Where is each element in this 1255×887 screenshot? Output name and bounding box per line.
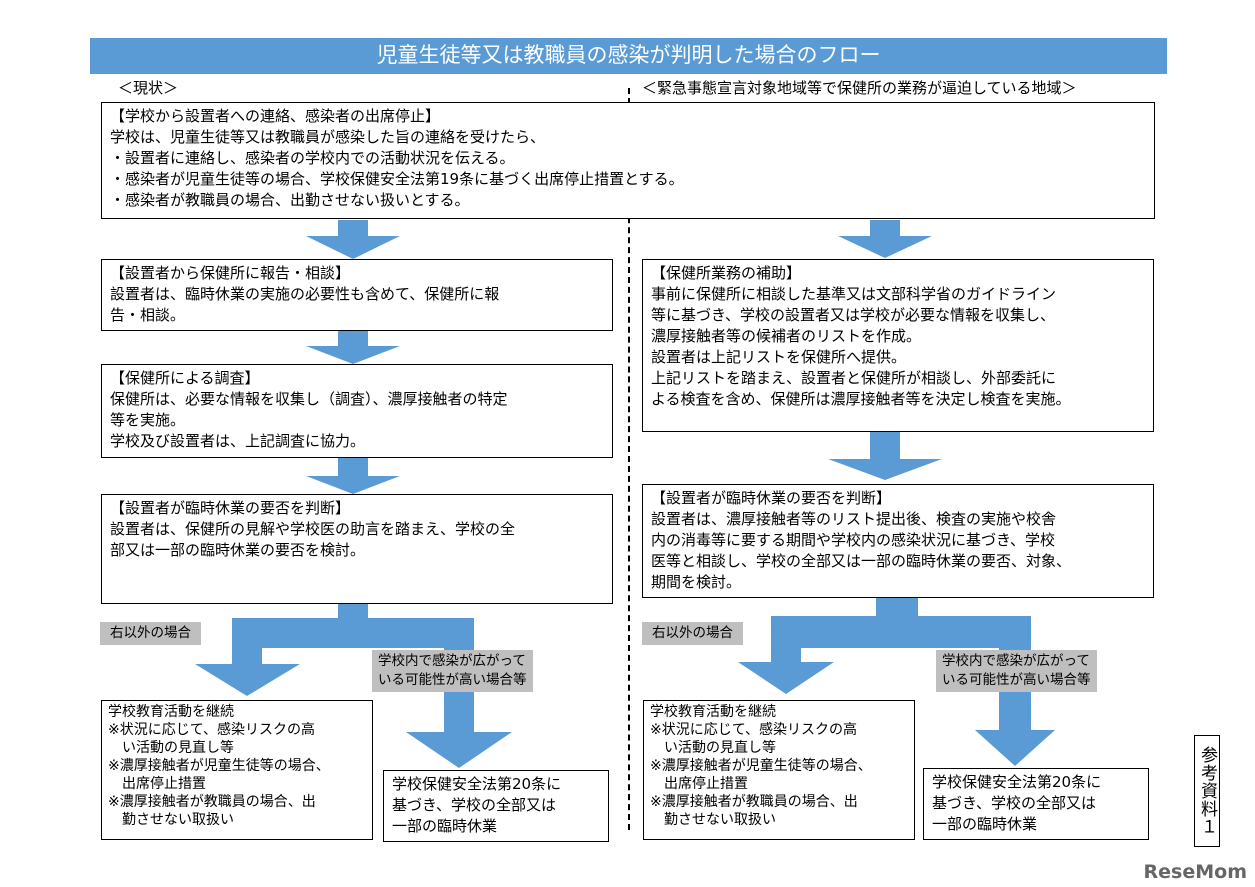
- box-heading: 【保健所業務の補助】: [651, 264, 802, 282]
- box-line: 設置者は、臨時休業の実施の必要性も含めて、保健所に報: [110, 285, 500, 303]
- column-divider: [628, 88, 630, 830]
- reference-material-label: 参考資料１: [1194, 735, 1220, 847]
- box-heading: 【設置者が臨時休業の要否を判断】: [651, 489, 892, 507]
- box-line: ※状況に応じて、感染リスクの高: [650, 722, 858, 738]
- box-line: 学校及び設置者は、上記調査に協力。: [110, 432, 366, 450]
- down-arrow: [838, 220, 932, 258]
- box-line: 出席停止措置: [108, 776, 206, 792]
- box-line: 内の消毒等に要する期間や学校内の感染状況に基づき、学校: [651, 531, 1055, 549]
- box-line: ・感染者が児童生徒等の場合、学校保健安全法第19条に基づく出席停止措置とする。: [110, 170, 684, 188]
- box-line: 医等と相談し、学校の全部又は一部の臨時休業の要否、対象、: [651, 552, 1072, 570]
- box-line: ※濃厚接触者が教職員の場合、出: [650, 794, 858, 810]
- page-title: 児童生徒等又は教職員の感染が判明した場合のフロー: [90, 38, 1167, 74]
- health-center-survey-box: 【保健所による調査】 保健所は、必要な情報を収集し（調査）、濃厚接触者の特定 等…: [101, 364, 613, 458]
- box-line: 学校教育活動を継続: [108, 704, 234, 720]
- temporary-closure-box-right: 学校保健安全法第20条に 基づき、学校の全部又は 一部の臨時休業: [923, 768, 1149, 840]
- box-line: 設置者は、保健所の見解や学校医の助言を踏まえ、学校の全: [110, 520, 516, 538]
- box-line: 基づき、学校の全部又は: [392, 796, 556, 814]
- health-center-assist-box: 【保健所業務の補助】 事前に保健所に相談した基準又は文部科学省のガイドライン 等…: [642, 259, 1154, 432]
- down-arrow: [828, 432, 942, 480]
- temporary-closure-box: 学校保健安全法第20条に 基づき、学校の全部又は 一部の臨時休業: [383, 770, 609, 842]
- box-line: ※状況に応じて、感染リスクの高: [108, 722, 316, 738]
- split-stem: [338, 604, 368, 620]
- box-line: 学校は、児童生徒等又は教職員が感染した旨の連絡を受けたら、: [110, 128, 546, 146]
- down-arrow: [738, 662, 834, 694]
- spread-case-label-right: 学校内で感染が広がって いる可能性が高い場合等: [936, 650, 1097, 692]
- box-line: い活動の見直し等: [108, 740, 234, 756]
- box-line: 学校教育活動を継続: [650, 704, 776, 720]
- split-branch: [771, 616, 801, 664]
- box-line: 上記リストを踏まえ、設置者と保健所が相談し、外部委託に: [651, 369, 1057, 387]
- left-column-header: ＜現状＞: [118, 79, 179, 97]
- box-line: 事前に保健所に相談した基準又は文部科学省のガイドライン: [651, 285, 1057, 303]
- label-line: いる可能性が高い場合等: [942, 672, 1091, 688]
- down-arrow: [975, 730, 1055, 766]
- spread-case-label: 学校内で感染が広がって いる可能性が高い場合等: [372, 650, 533, 692]
- box-heading: 【学校から設置者への連絡、感染者の出席停止】: [110, 107, 441, 125]
- box-line: 等を実施。: [110, 411, 186, 429]
- closure-decision-box-right: 【設置者が臨時休業の要否を判断】 設置者は、濃厚接触者等のリスト提出後、検査の実…: [642, 484, 1154, 598]
- box-line: ※濃厚接触者が児童生徒等の場合、: [650, 758, 872, 774]
- box-line: 部又は一部の臨時休業の要否を検討。: [110, 541, 366, 559]
- split-branch: [232, 618, 262, 666]
- down-arrow: [306, 458, 400, 494]
- box-line: い活動の見直し等: [650, 740, 776, 756]
- split-bar: [771, 616, 1031, 648]
- box-line: 設置者は、濃厚接触者等のリスト提出後、検査の実施や校舎: [651, 510, 1057, 528]
- box-line: 勤させない取扱い: [650, 812, 776, 828]
- continue-activities-box-right: 学校教育活動を継続 ※状況に応じて、感染リスクの高 い活動の見直し等 ※濃厚接触…: [643, 700, 915, 840]
- right-column-header: ＜緊急事態宣言対象地域等で保健所の業務が逼迫している地域＞: [642, 79, 1077, 97]
- split-stem: [876, 598, 918, 618]
- down-arrow: [195, 664, 300, 696]
- box-line: ・設置者に連絡し、感染者の学校内での活動状況を伝える。: [110, 149, 515, 167]
- box-line: 学校保健安全法第20条に: [932, 773, 1102, 791]
- report-to-health-center-box: 【設置者から保健所に報告・相談】 設置者は、臨時休業の実施の必要性も含めて、保健…: [101, 259, 613, 331]
- continue-activities-box: 学校教育活動を継続 ※状況に応じて、感染リスクの高 い活動の見直し等 ※濃厚接触…: [101, 700, 373, 840]
- box-line: 濃厚接触者等の候補者のリストを作成。: [651, 327, 922, 345]
- label-line: 学校内で感染が広がって: [942, 653, 1090, 669]
- box-line: ※濃厚接触者が教職員の場合、出: [108, 794, 316, 810]
- box-line: 設置者は上記リストを保健所へ提供。: [651, 348, 907, 366]
- box-line: 基づき、学校の全部又は: [932, 794, 1096, 812]
- split-bar: [232, 618, 474, 648]
- label-line: 学校内で感染が広がって: [378, 653, 526, 669]
- box-line: よる検査を含め、保健所は濃厚接触者等を決定し検査を実施。: [651, 390, 1071, 408]
- down-arrow: [306, 331, 400, 364]
- box-line: 一部の臨時休業: [932, 815, 1038, 833]
- box-line: 出席停止措置: [650, 776, 748, 792]
- box-line: ※濃厚接触者が児童生徒等の場合、: [108, 758, 330, 774]
- school-contact-box: 【学校から設置者への連絡、感染者の出席停止】 学校は、児童生徒等又は教職員が感染…: [101, 102, 1155, 219]
- box-line: 勤させない取扱い: [108, 812, 234, 828]
- box-line: 一部の臨時休業: [392, 817, 498, 835]
- other-case-label-right: 右以外の場合: [642, 622, 743, 645]
- box-heading: 【保健所による調査】: [110, 369, 260, 387]
- label-line: いる可能性が高い場合等: [378, 672, 527, 688]
- box-line: 保健所は、必要な情報を収集し（調査）、濃厚接触者の特定: [110, 390, 508, 408]
- down-arrow: [306, 220, 400, 259]
- box-heading: 【設置者から保健所に報告・相談】: [110, 264, 351, 282]
- box-line: 期間を検討。: [651, 573, 742, 591]
- box-line: ・感染者が教職員の場合、出勤させない扱いとする。: [110, 191, 470, 209]
- box-heading: 【設置者が臨時休業の要否を判断】: [110, 499, 351, 517]
- box-line: 学校保健安全法第20条に: [392, 775, 562, 793]
- resemom-logo: ReseMom: [1143, 861, 1247, 883]
- box-line: 等に基づき、学校の設置者又は学校が必要な情報を収集し、: [651, 306, 1055, 324]
- other-case-label: 右以外の場合: [100, 622, 201, 645]
- closure-decision-box: 【設置者が臨時休業の要否を判断】 設置者は、保健所の見解や学校医の助言を踏まえ、…: [101, 494, 613, 604]
- down-arrow: [406, 732, 512, 768]
- box-line: 告・相談。: [110, 306, 186, 324]
